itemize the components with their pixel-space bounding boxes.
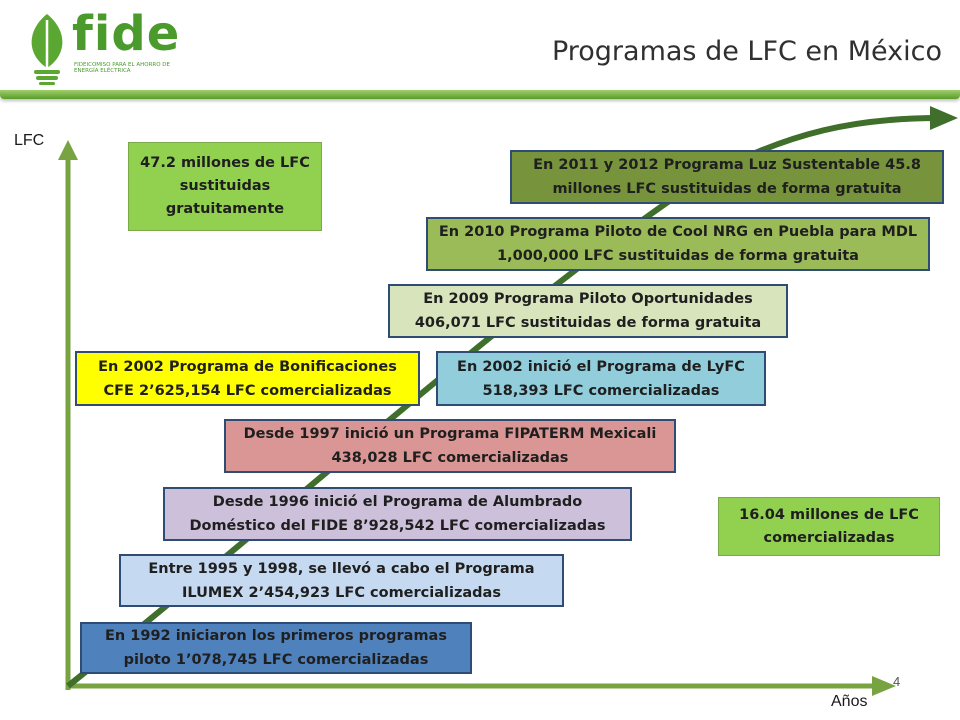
program-box-oportunidades: En 2009 Programa Piloto Oportunidades 40… <box>388 284 788 338</box>
fide-logo: fide FIDEICOMISO PARA EL AHORRO DE ENERG… <box>22 6 192 92</box>
leaf-icon <box>31 14 63 85</box>
program-box-lyfc: En 2002 inició el Programa de LyFC 518,3… <box>436 351 766 406</box>
program-box-fipaterm: Desde 1997 inició un Programa FIPATERM M… <box>224 419 676 473</box>
program-box-alumbrado: Desde 1996 inició el Programa de Alumbra… <box>163 487 632 541</box>
y-axis-label: LFC <box>14 132 45 149</box>
y-axis-arrowhead <box>58 140 78 160</box>
note-free-total: 47.2 millones de LFC sustituidas gratuit… <box>128 142 322 231</box>
program-box-1992: En 1992 iniciaron los primeros programas… <box>80 622 472 674</box>
growth-curve-arrowhead <box>930 106 958 130</box>
note-sold-total: 16.04 millones de LFC comercializadas <box>718 497 940 556</box>
x-axis-arrowhead <box>872 676 896 696</box>
program-box-cfe: En 2002 Programa de Bonificaciones CFE 2… <box>75 351 420 406</box>
header-divider <box>0 90 960 99</box>
logo-wordmark: fide <box>72 6 181 62</box>
program-box-cool-nrg: En 2010 Programa Piloto de Cool NRG en P… <box>426 217 930 271</box>
header: fide FIDEICOMISO PARA EL AHORRO DE ENERG… <box>0 0 960 99</box>
x-axis-label: Años <box>831 693 868 710</box>
program-box-luz-sustentable: En 2011 y 2012 Programa Luz Sustentable … <box>510 150 944 204</box>
logo-subtitle: FIDEICOMISO PARA EL AHORRO DE ENERGÍA EL… <box>74 62 171 74</box>
page-number: 4 <box>893 674 901 689</box>
program-box-ilumex: Entre 1995 y 1998, se llevó a cabo el Pr… <box>119 554 564 607</box>
page-title: Programas de LFC en México <box>551 36 942 67</box>
